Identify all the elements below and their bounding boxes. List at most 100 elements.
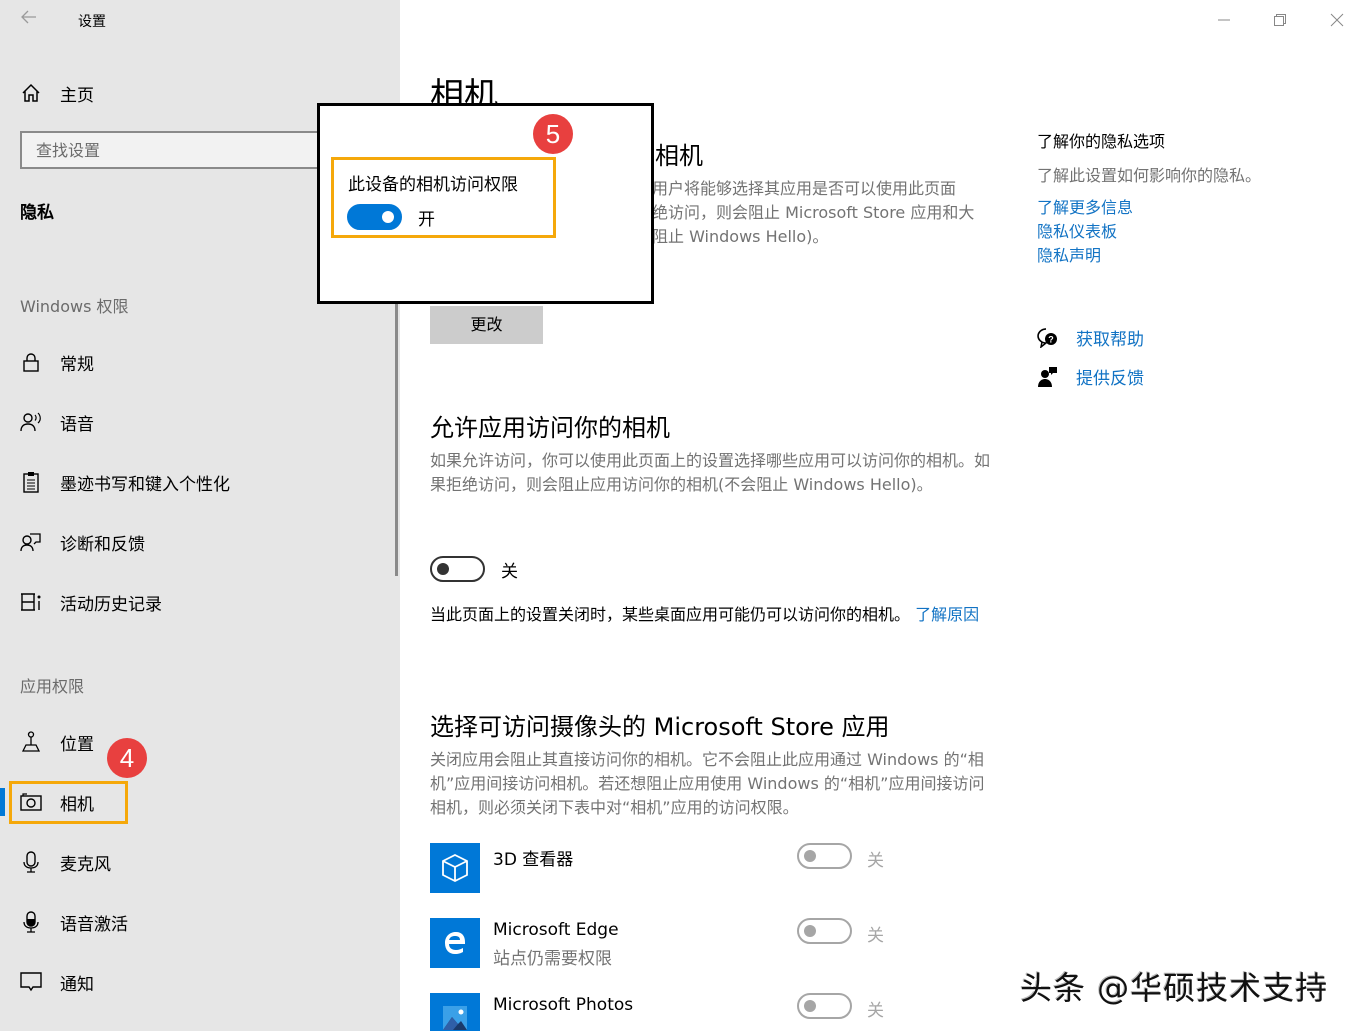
voice-activation-icon bbox=[20, 911, 42, 933]
photos-icon bbox=[430, 993, 480, 1031]
sidebar-item-label: 墨迹书写和键入个性化 bbox=[60, 474, 230, 495]
sidebar-item-label: 常规 bbox=[60, 354, 94, 375]
change-button[interactable]: 更改 bbox=[430, 306, 543, 344]
speech-icon bbox=[20, 411, 42, 433]
app-name: 3D 查看器 bbox=[493, 850, 574, 870]
notification-icon bbox=[20, 971, 42, 993]
privacy-options-title: 了解你的隐私选项 bbox=[1037, 132, 1166, 151]
device-access-toggle-row: 开 bbox=[347, 204, 435, 230]
lock-icon bbox=[20, 351, 42, 373]
app-toggle-state: 关 bbox=[867, 926, 884, 946]
app-name: Microsoft Photos bbox=[493, 995, 634, 1015]
sidebar-item-speech[interactable]: 语音 bbox=[20, 407, 94, 437]
sidebar-item-diagnostics[interactable]: 诊断和反馈 bbox=[20, 527, 145, 557]
store-apps-heading: 选择可访问摄像头的 Microsoft Store 应用 bbox=[430, 713, 890, 741]
activity-history-icon bbox=[20, 591, 42, 613]
store-apps-desc: 关闭应用会阻止其直接访问你的相机。它不会阻止此应用通过 Windows 的“相机… bbox=[430, 750, 985, 817]
sidebar-item-inking-typing[interactable]: 墨迹书写和键入个性化 bbox=[20, 467, 230, 497]
sidebar-item-activity-history[interactable]: 活动历史记录 bbox=[20, 587, 162, 617]
back-button[interactable] bbox=[20, 8, 44, 32]
sidebar-item-location[interactable]: 位置 bbox=[20, 727, 94, 757]
camera-icon bbox=[20, 791, 42, 813]
get-help-label: 获取帮助 bbox=[1076, 330, 1144, 350]
app-toggle-photos[interactable] bbox=[797, 993, 852, 1019]
close-icon bbox=[1330, 13, 1344, 27]
sidebar-item-camera[interactable]: 相机 bbox=[20, 787, 94, 817]
app-toggle-3d-viewer[interactable] bbox=[797, 843, 852, 869]
desc-line: 用户将能够选择其应用是否可以使用此页面 bbox=[652, 179, 957, 198]
edge-icon bbox=[430, 918, 480, 968]
sidebar-item-label: 活动历史记录 bbox=[60, 594, 162, 615]
back-arrow-icon bbox=[21, 10, 36, 24]
minimize-button[interactable] bbox=[1210, 8, 1238, 32]
close-button[interactable] bbox=[1323, 8, 1351, 32]
give-feedback-label: 提供反馈 bbox=[1076, 369, 1144, 389]
microphone-icon bbox=[20, 851, 42, 873]
sidebar-item-general[interactable]: 常规 bbox=[20, 347, 94, 377]
get-help-link[interactable]: ? 获取帮助 bbox=[1037, 325, 1144, 350]
desc-line: 阻止 Windows Hello)。 bbox=[652, 227, 829, 246]
sidebar-item-notifications[interactable]: 通知 bbox=[20, 967, 94, 997]
toggle-knob bbox=[382, 211, 394, 223]
learn-why-link[interactable]: 了解原因 bbox=[915, 605, 980, 624]
privacy-dashboard-link[interactable]: 隐私仪表板 bbox=[1037, 222, 1118, 241]
section-title: 隐私 bbox=[20, 203, 54, 223]
allow-apps-toggle-row: 关 bbox=[430, 556, 518, 582]
main-content: 相机 相机 用户将能够选择其应用是否可以使用此页面 绝访问，则会阻止 Micro… bbox=[400, 0, 1369, 1031]
sidebar-item-label: 通知 bbox=[60, 974, 94, 995]
restore-button[interactable] bbox=[1266, 8, 1294, 32]
sidebar-item-label: 主页 bbox=[60, 85, 94, 106]
learn-more-link[interactable]: 了解更多信息 bbox=[1037, 198, 1134, 217]
sidebar-item-label: 位置 bbox=[60, 734, 94, 755]
app-subtitle: 站点仍需要权限 bbox=[493, 949, 612, 969]
note-text: 当此页面上的设置关闭时，某些桌面应用可能仍可以访问你的相机。 bbox=[430, 605, 911, 624]
feedback-icon bbox=[1037, 366, 1059, 388]
sidebar-item-label: 语音 bbox=[60, 414, 94, 435]
sidebar-item-voice-activation[interactable]: 语音激活 bbox=[20, 907, 128, 937]
sidebar-item-label: 相机 bbox=[60, 794, 94, 815]
app-row-3d-viewer: 3D 查看器 关 bbox=[430, 843, 930, 893]
app-name: Microsoft Edge bbox=[493, 920, 619, 940]
toggle-knob bbox=[437, 563, 449, 575]
active-indicator bbox=[0, 788, 5, 816]
app-toggle-state: 关 bbox=[867, 851, 884, 871]
sidebar-item-home[interactable]: 主页 bbox=[20, 78, 94, 108]
device-access-heading: 相机 bbox=[655, 142, 703, 170]
3d-viewer-icon bbox=[430, 843, 480, 893]
app-toggle-edge[interactable] bbox=[797, 918, 852, 944]
sidebar-item-label: 诊断和反馈 bbox=[60, 534, 145, 555]
toggle-knob bbox=[804, 850, 816, 862]
sidebar-item-label: 语音激活 bbox=[60, 914, 128, 935]
help-chat-icon: ? bbox=[1037, 327, 1059, 349]
privacy-options-desc: 了解此设置如何影响你的隐私。 bbox=[1037, 166, 1262, 185]
group-label-windows-permissions: Windows 权限 bbox=[20, 297, 129, 316]
step-badge-4: 4 bbox=[107, 738, 147, 778]
allow-apps-note: 当此页面上的设置关闭时，某些桌面应用可能仍可以访问你的相机。 了解原因 bbox=[430, 603, 995, 627]
search-box[interactable] bbox=[20, 131, 320, 169]
step-badge-5: 5 bbox=[533, 114, 573, 154]
app-row-edge: Microsoft Edge 站点仍需要权限 关 bbox=[430, 918, 930, 969]
clipboard-icon bbox=[20, 471, 42, 493]
location-icon bbox=[20, 731, 42, 753]
diagnostics-feedback-icon bbox=[20, 531, 42, 553]
toggle-knob bbox=[804, 925, 816, 937]
svg-text:?: ? bbox=[1048, 334, 1054, 344]
device-access-label: 此设备的相机访问权限 bbox=[348, 175, 518, 195]
device-access-desc: 用户将能够选择其应用是否可以使用此页面 绝访问，则会阻止 Microsoft S… bbox=[652, 177, 1002, 249]
sidebar-item-microphone[interactable]: 麦克风 bbox=[20, 847, 111, 877]
allow-apps-heading: 允许应用访问你的相机 bbox=[430, 414, 670, 442]
toggle-knob bbox=[804, 1000, 816, 1012]
highlight-box-device-access: 此设备的相机访问权限 开 bbox=[331, 157, 556, 238]
privacy-statement-link[interactable]: 隐私声明 bbox=[1037, 246, 1102, 265]
allow-apps-toggle[interactable] bbox=[430, 556, 485, 582]
give-feedback-link[interactable]: 提供反馈 bbox=[1037, 364, 1144, 389]
sidebar-scrollbar[interactable] bbox=[395, 300, 398, 576]
allow-apps-desc: 如果允许访问，你可以使用此页面上的设置选择哪些应用可以访问你的相机。如果拒绝访问… bbox=[430, 451, 991, 494]
search-input[interactable] bbox=[36, 140, 304, 160]
restore-icon bbox=[1274, 14, 1286, 26]
toggle-state-label: 开 bbox=[418, 209, 435, 230]
app-row-photos: Microsoft Photos 关 bbox=[430, 993, 930, 1031]
watermark: 头条 @华硕技术支持 bbox=[1020, 969, 1329, 1007]
device-camera-access-popup: 此设备的相机访问权限 开 5 bbox=[317, 103, 654, 304]
device-access-toggle[interactable] bbox=[347, 204, 402, 230]
